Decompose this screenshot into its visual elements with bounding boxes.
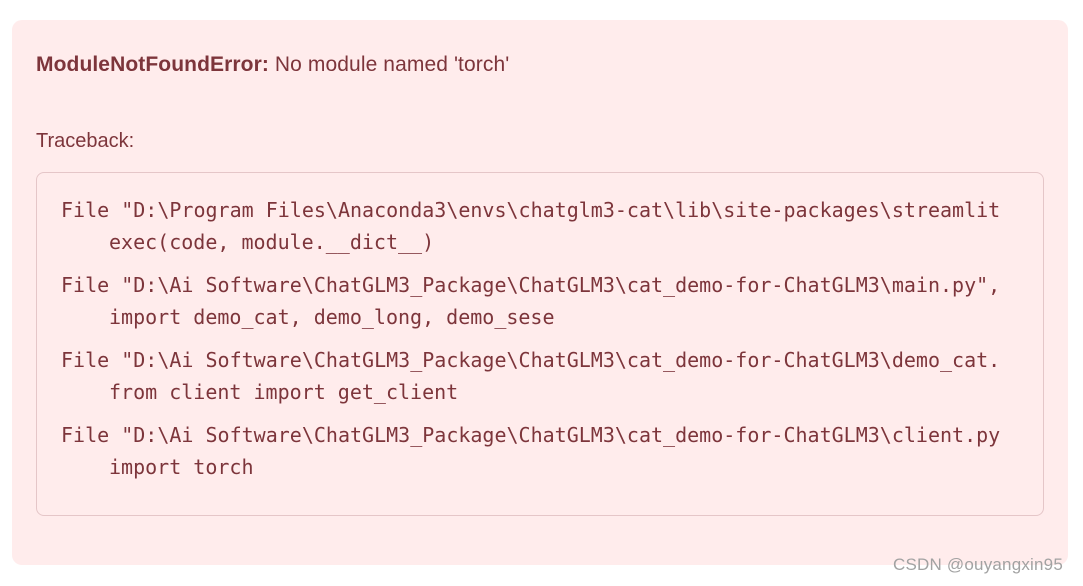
- traceback-label: Traceback:: [36, 130, 135, 152]
- error-name: ModuleNotFoundError: [36, 53, 262, 76]
- file-line: File "D:\Ai Software\ChatGLM3_Package\Ch…: [61, 423, 1001, 447]
- traceback-frame: File "D:\Ai Software\ChatGLM3_Package\Ch…: [61, 269, 1043, 333]
- error-separator: :: [261, 53, 275, 76]
- error-alert: ModuleNotFoundError: No module named 'to…: [12, 20, 1068, 565]
- traceback-frame: File "D:\Program Files\Anaconda3\envs\ch…: [61, 194, 1043, 258]
- error-message: No module named 'torch': [274, 53, 510, 76]
- code-line: import demo_cat, demo_long, demo_sese: [109, 305, 555, 329]
- code-line: import torch: [109, 455, 254, 479]
- csdn-watermark: CSDN @ouyangxin95: [893, 555, 1063, 574]
- code-line: from client import get_client: [109, 380, 459, 404]
- traceback-codebox[interactable]: File "D:\Program Files\Anaconda3\envs\ch…: [36, 172, 1044, 516]
- code-line: exec(code, module.__dict__): [109, 230, 435, 254]
- error-title: ModuleNotFoundError: No module named 'to…: [36, 51, 1044, 78]
- file-line: File "D:\Ai Software\ChatGLM3_Package\Ch…: [61, 273, 1001, 297]
- traceback-frame: File "D:\Ai Software\ChatGLM3_Package\Ch…: [61, 344, 1043, 408]
- traceback-frame: File "D:\Ai Software\ChatGLM3_Package\Ch…: [61, 419, 1043, 483]
- file-line: File "D:\Ai Software\ChatGLM3_Package\Ch…: [61, 348, 1001, 372]
- file-line: File "D:\Program Files\Anaconda3\envs\ch…: [61, 198, 1001, 222]
